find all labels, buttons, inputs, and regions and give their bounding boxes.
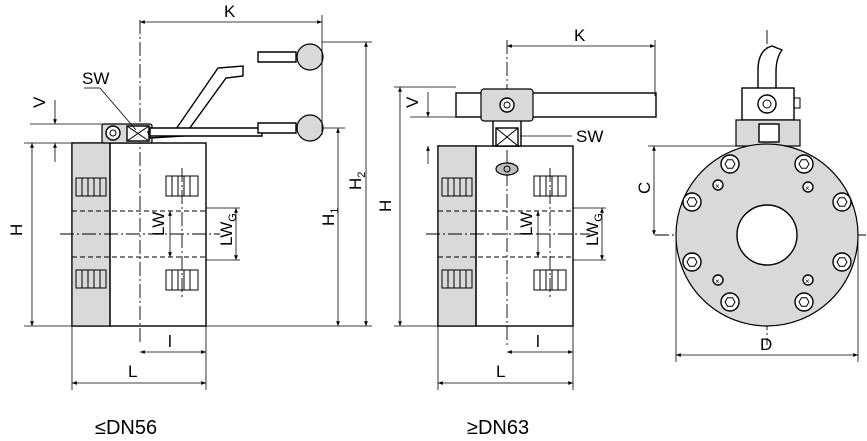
svg-text:×: × xyxy=(715,182,720,191)
right-view-front: × × × × C D xyxy=(635,30,866,362)
port-upper xyxy=(75,177,107,197)
lever-bent-arm xyxy=(147,65,244,139)
dim-label-LWG-middle: LWG xyxy=(583,213,605,246)
dim-label-K-left: K xyxy=(224,2,236,21)
dim-label-C: C xyxy=(635,182,654,194)
dim-label-SW-left: SW xyxy=(82,69,109,88)
dim-label-L-left: L xyxy=(128,362,137,381)
dim-label-LWG-left: LWG xyxy=(217,213,239,246)
lever-straight-arm xyxy=(149,127,263,137)
svg-text:×: × xyxy=(805,277,810,286)
top-actuator-hub xyxy=(757,94,777,114)
dim-label-LW-left: LW xyxy=(149,212,168,236)
svg-text:×: × xyxy=(715,277,720,286)
small-screws: × × × × xyxy=(712,179,814,286)
svg-text:×: × xyxy=(805,184,810,193)
top-handle xyxy=(757,45,784,95)
lever-pivot xyxy=(105,125,121,141)
dim-label-H-middle: H xyxy=(376,200,395,212)
port-lower-large xyxy=(441,269,473,289)
lever-lower-extension xyxy=(257,122,297,134)
bolt-circle xyxy=(682,154,852,312)
dim-label-H2-left: H2 xyxy=(346,172,368,190)
dim-label-l-left: l xyxy=(168,332,172,351)
dim-label-LW-middle: LW xyxy=(517,212,536,236)
valve-flange-strip-large xyxy=(437,145,477,327)
valve-flange-strip xyxy=(71,142,111,327)
dim-label-l-middle: l xyxy=(536,332,540,351)
lever-upper-extension xyxy=(257,51,297,63)
dim-label-H-left: H xyxy=(7,224,26,236)
port-lower xyxy=(75,269,107,289)
dim-label-V-left: V xyxy=(30,96,49,108)
middle-view-large-valve: K SW V H LW LWG l L xyxy=(376,26,657,390)
t-handle-pin xyxy=(499,97,515,113)
dim-label-H1-left: H1 xyxy=(319,208,341,226)
dim-label-SW-middle: SW xyxy=(576,127,603,146)
dim-label-K-middle: K xyxy=(574,26,586,45)
left-view-small-valve: K SW V H H1 H2 LW LWG l xyxy=(7,2,372,390)
dim-label-V-middle: V xyxy=(403,96,422,108)
port-upper-large xyxy=(441,177,473,197)
indicator-screw xyxy=(495,162,519,176)
center-bore xyxy=(736,204,798,266)
caption-left-view: ≤DN56 xyxy=(95,417,157,439)
lever-knob-lower xyxy=(296,114,324,142)
lever-knob-upper xyxy=(296,43,324,71)
caption-middle-view: ≥DN63 xyxy=(467,417,529,439)
dim-label-L-middle: L xyxy=(496,362,505,381)
dim-label-D: D xyxy=(760,335,772,354)
